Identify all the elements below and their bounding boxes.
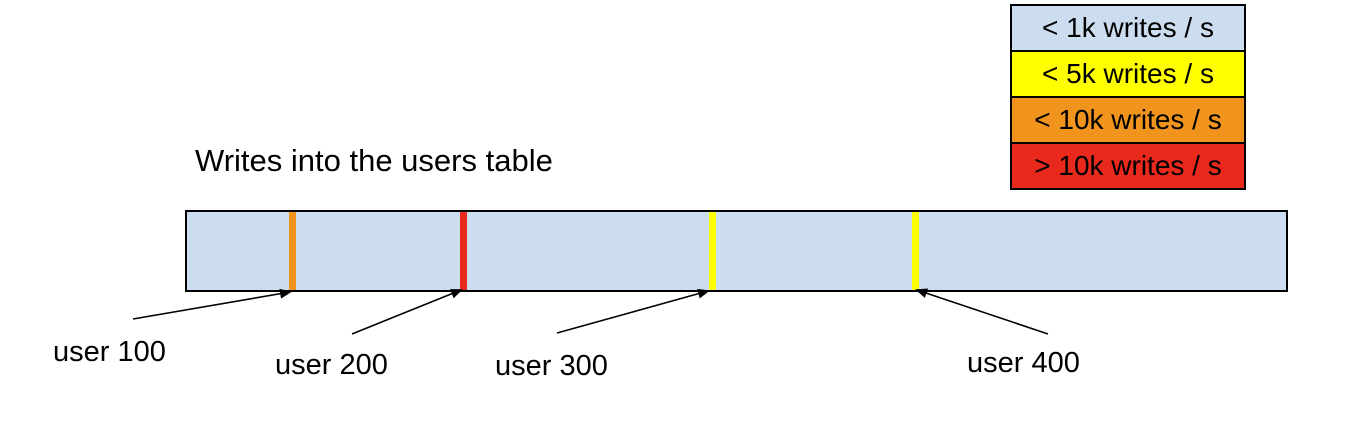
legend-row-lt-10k: < 10k writes / s <box>1010 96 1246 144</box>
write-hotspot-marker-user-100 <box>289 212 296 290</box>
users-table-bar <box>185 210 1288 292</box>
legend-label-lt-1k: < 1k writes / s <box>1042 12 1214 43</box>
legend-row-gt-10k: > 10k writes / s <box>1010 142 1246 190</box>
write-hotspot-marker-user-200 <box>460 212 467 290</box>
legend-row-lt-5k: < 5k writes / s <box>1010 50 1246 98</box>
arrow-user-100 <box>132 288 292 320</box>
arrow-user-400 <box>915 288 1049 335</box>
legend-label-gt-10k: > 10k writes / s <box>1034 150 1222 181</box>
arrow-user-200 <box>351 289 463 335</box>
legend-label-lt-10k: < 10k writes / s <box>1034 104 1222 135</box>
legend: < 1k writes / s < 5k writes / s < 10k wr… <box>1010 4 1246 190</box>
user-300-label: user 300 <box>495 350 608 382</box>
legend-label-lt-5k: < 5k writes / s <box>1042 58 1214 89</box>
write-hotspot-marker-user-400 <box>912 212 919 290</box>
user-200-label: user 200 <box>275 349 388 381</box>
diagram-title: Writes into the users table <box>195 143 553 178</box>
arrow-user-300 <box>556 288 710 334</box>
write-hotspot-marker-user-300 <box>709 212 716 290</box>
user-400-label: user 400 <box>967 347 1080 379</box>
user-100-label: user 100 <box>53 336 166 368</box>
legend-row-lt-1k: < 1k writes / s <box>1010 4 1246 52</box>
